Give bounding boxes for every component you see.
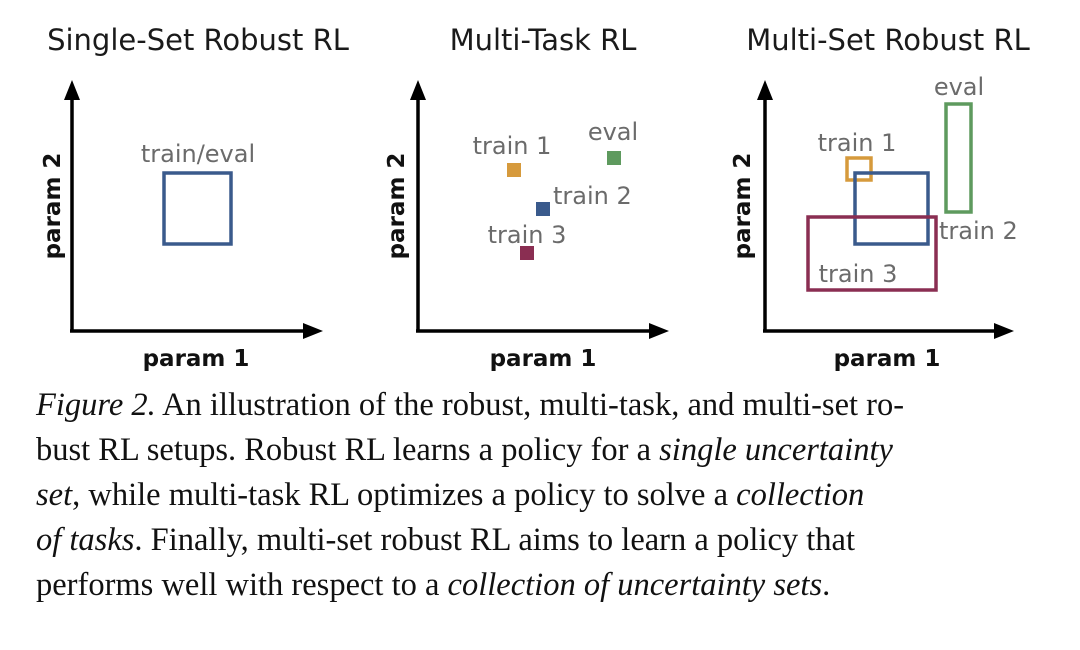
caption-line-2: bust RL setups. Robust RL learns a polic…: [36, 432, 893, 468]
task-point-train-2: [536, 202, 550, 216]
x-axis-label: param 1: [490, 346, 597, 372]
task-point-train-3: [520, 246, 534, 260]
task-point-eval: [607, 151, 621, 165]
x-axis-label: param 1: [834, 346, 941, 372]
uncertainty-set-train-2: [853, 171, 930, 246]
x-axis: [763, 323, 1014, 339]
figure-caption: Figure 2. An illustration of the robust,…: [36, 383, 1046, 608]
uncertainty-set-train-3: [806, 215, 938, 292]
y-axis: [757, 80, 773, 331]
task-label-eval: eval: [588, 118, 638, 146]
x-axis-arrow-icon: [994, 323, 1014, 339]
caption-line-4: of tasks. Finally, multi-set robust RL a…: [36, 522, 856, 558]
set-label-train-2: train 2: [939, 217, 1018, 245]
set-label-eval: eval: [934, 73, 984, 101]
y-axis: [410, 80, 426, 331]
region-label-train-eval: train/eval: [141, 140, 255, 168]
y-axis-arrow-icon: [64, 80, 80, 100]
y-axis-label: param 2: [40, 153, 66, 260]
figure-label: Figure 2.: [36, 387, 156, 423]
panel-title: Multi-Task RL: [450, 23, 637, 57]
y-axis-label: param 2: [730, 153, 756, 260]
panel-single-set-robust-rl: Single-Set Robust RL param 1 param 2 tra…: [40, 23, 349, 372]
uncertainty-set-train-eval: [162, 171, 233, 246]
y-axis: [64, 80, 80, 331]
task-label-train-1: train 1: [473, 132, 552, 160]
panel-multi-task-rl: Multi-Task RL param 1 param 2 train 1 ev…: [384, 23, 669, 372]
x-axis-label: param 1: [143, 346, 250, 372]
panel-multi-set-robust-rl: Multi-Set Robust RL param 1 param 2 eval…: [730, 23, 1030, 372]
x-axis-arrow-icon: [303, 323, 323, 339]
x-axis-arrow-icon: [649, 323, 669, 339]
set-label-train-1: train 1: [818, 129, 897, 157]
caption-line-1: Figure 2. An illustration of the robust,…: [36, 387, 905, 423]
caption-line-5: performs well with respect to a collecti…: [36, 567, 831, 603]
x-axis: [70, 323, 323, 339]
uncertainty-set-eval: [944, 102, 973, 214]
task-label-train-3: train 3: [488, 221, 567, 249]
figure-2-illustration: Single-Set Robust RL param 1 param 2 tra…: [40, 23, 1030, 372]
task-label-train-2: train 2: [553, 182, 632, 210]
task-point-train-1: [507, 163, 521, 177]
panel-title: Multi-Set Robust RL: [746, 23, 1030, 57]
panel-title: Single-Set Robust RL: [47, 23, 349, 57]
y-axis-arrow-icon: [757, 80, 773, 100]
y-axis-arrow-icon: [410, 80, 426, 100]
x-axis: [416, 323, 669, 339]
uncertainty-set-train-1: [845, 156, 873, 182]
set-label-train-3: train 3: [819, 260, 898, 288]
y-axis-label: param 2: [384, 153, 410, 260]
caption-line-3: set, while multi-task RL optimizes a pol…: [36, 477, 865, 513]
